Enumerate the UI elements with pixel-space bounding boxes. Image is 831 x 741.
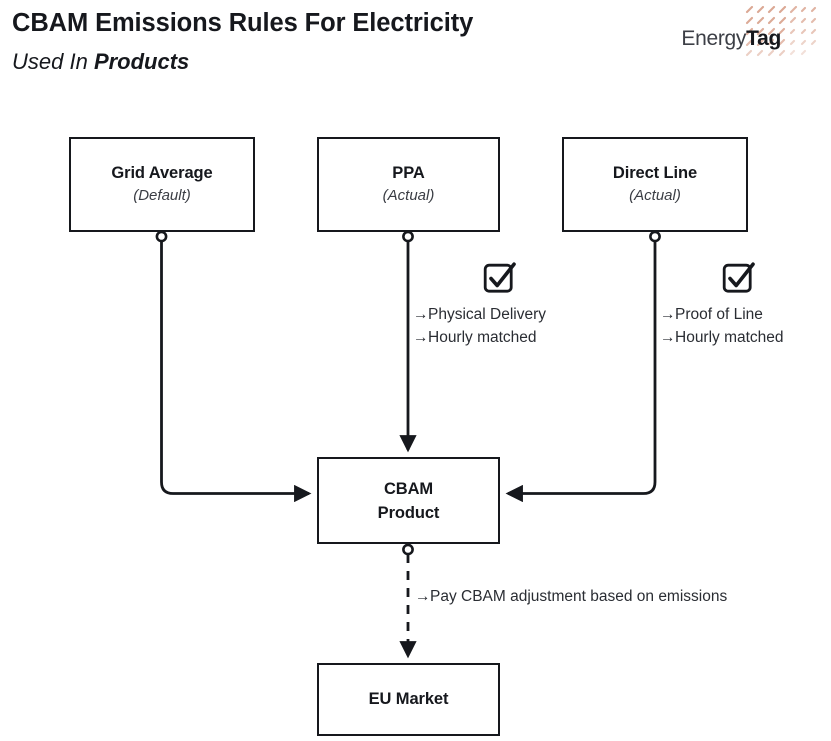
page-subtitle-strong: Products (93, 49, 190, 74)
node-grid-average-title: Grid Average (111, 164, 213, 182)
checkbox-checked-icon (722, 262, 755, 293)
logo-word-tag: Tag (746, 27, 781, 50)
edge-direct-line-to-cbam-product (505, 230, 661, 503)
requirement-item: →Proof of Line (660, 303, 831, 326)
requirement-item: →Hourly matched (660, 326, 831, 349)
node-direct-line-subtitle: (Actual) (629, 187, 681, 204)
edge-ppa-to-cbam-product (399, 230, 417, 453)
node-ppa-subtitle: (Actual) (382, 187, 435, 204)
node-eu-market-title: EU Market (368, 690, 449, 708)
node-direct-line[interactable]: Direct Line (Actual) (562, 137, 748, 232)
page-subtitle-plain: Used In (12, 49, 94, 74)
checkbox-checked-icon (483, 262, 516, 293)
requirement-item-label: Physical Delivery (428, 306, 547, 323)
title-block: CBAM Emissions Rules For Electricity Use… (12, 8, 652, 77)
logo-word-energy: Energy (681, 27, 747, 50)
page-header: CBAM Emissions Rules For Electricity Use… (0, 0, 831, 100)
requirement-item: →Hourly matched (413, 326, 603, 349)
arrow-right-icon: → (660, 329, 676, 346)
node-grid-average-subtitle: (Default) (133, 187, 191, 204)
node-direct-line-title: Direct Line (612, 164, 698, 182)
arrow-right-icon: → (413, 306, 429, 323)
edge-label-text: Pay CBAM adjustment based on emissions (430, 588, 728, 605)
energytag-logo: EnergyTag (659, 6, 819, 62)
edge-label-pay-cbam-adjustment: →Pay CBAM adjustment based on emissions (415, 586, 727, 608)
requirements-ppa: →Physical Delivery →Hourly matched (413, 261, 603, 349)
node-grid-average[interactable]: Grid Average (Default) (69, 137, 255, 232)
arrow-right-icon: → (413, 329, 429, 346)
node-eu-market[interactable]: EU Market (317, 663, 500, 736)
logo-wordmark: EnergyTag (681, 28, 781, 50)
requirement-item: →Physical Delivery (413, 303, 603, 326)
arrow-right-icon: → (415, 588, 431, 605)
requirement-item-label: Proof of Line (675, 306, 763, 323)
page-subtitle: Used In Products (12, 47, 652, 77)
requirements-direct-line: →Proof of Line →Hourly matched (660, 261, 831, 349)
dot-grid-pattern-icon (745, 6, 817, 57)
edge-cbam-product-to-eu-market (399, 543, 417, 659)
node-ppa[interactable]: PPA (Actual) (317, 137, 500, 232)
node-cbam-product[interactable]: CBAM Product (317, 457, 500, 544)
requirement-item-label: Hourly matched (675, 329, 784, 346)
requirement-item-label: Hourly matched (428, 329, 537, 346)
node-cbam-product-title-line2: Product (377, 503, 440, 522)
arrow-right-icon: → (660, 306, 676, 323)
page-title: CBAM Emissions Rules For Electricity (12, 9, 474, 37)
edge-grid-average-to-cbam-product (155, 230, 312, 503)
node-ppa-title: PPA (392, 164, 425, 182)
node-cbam-product-title-line1: CBAM (383, 479, 434, 498)
